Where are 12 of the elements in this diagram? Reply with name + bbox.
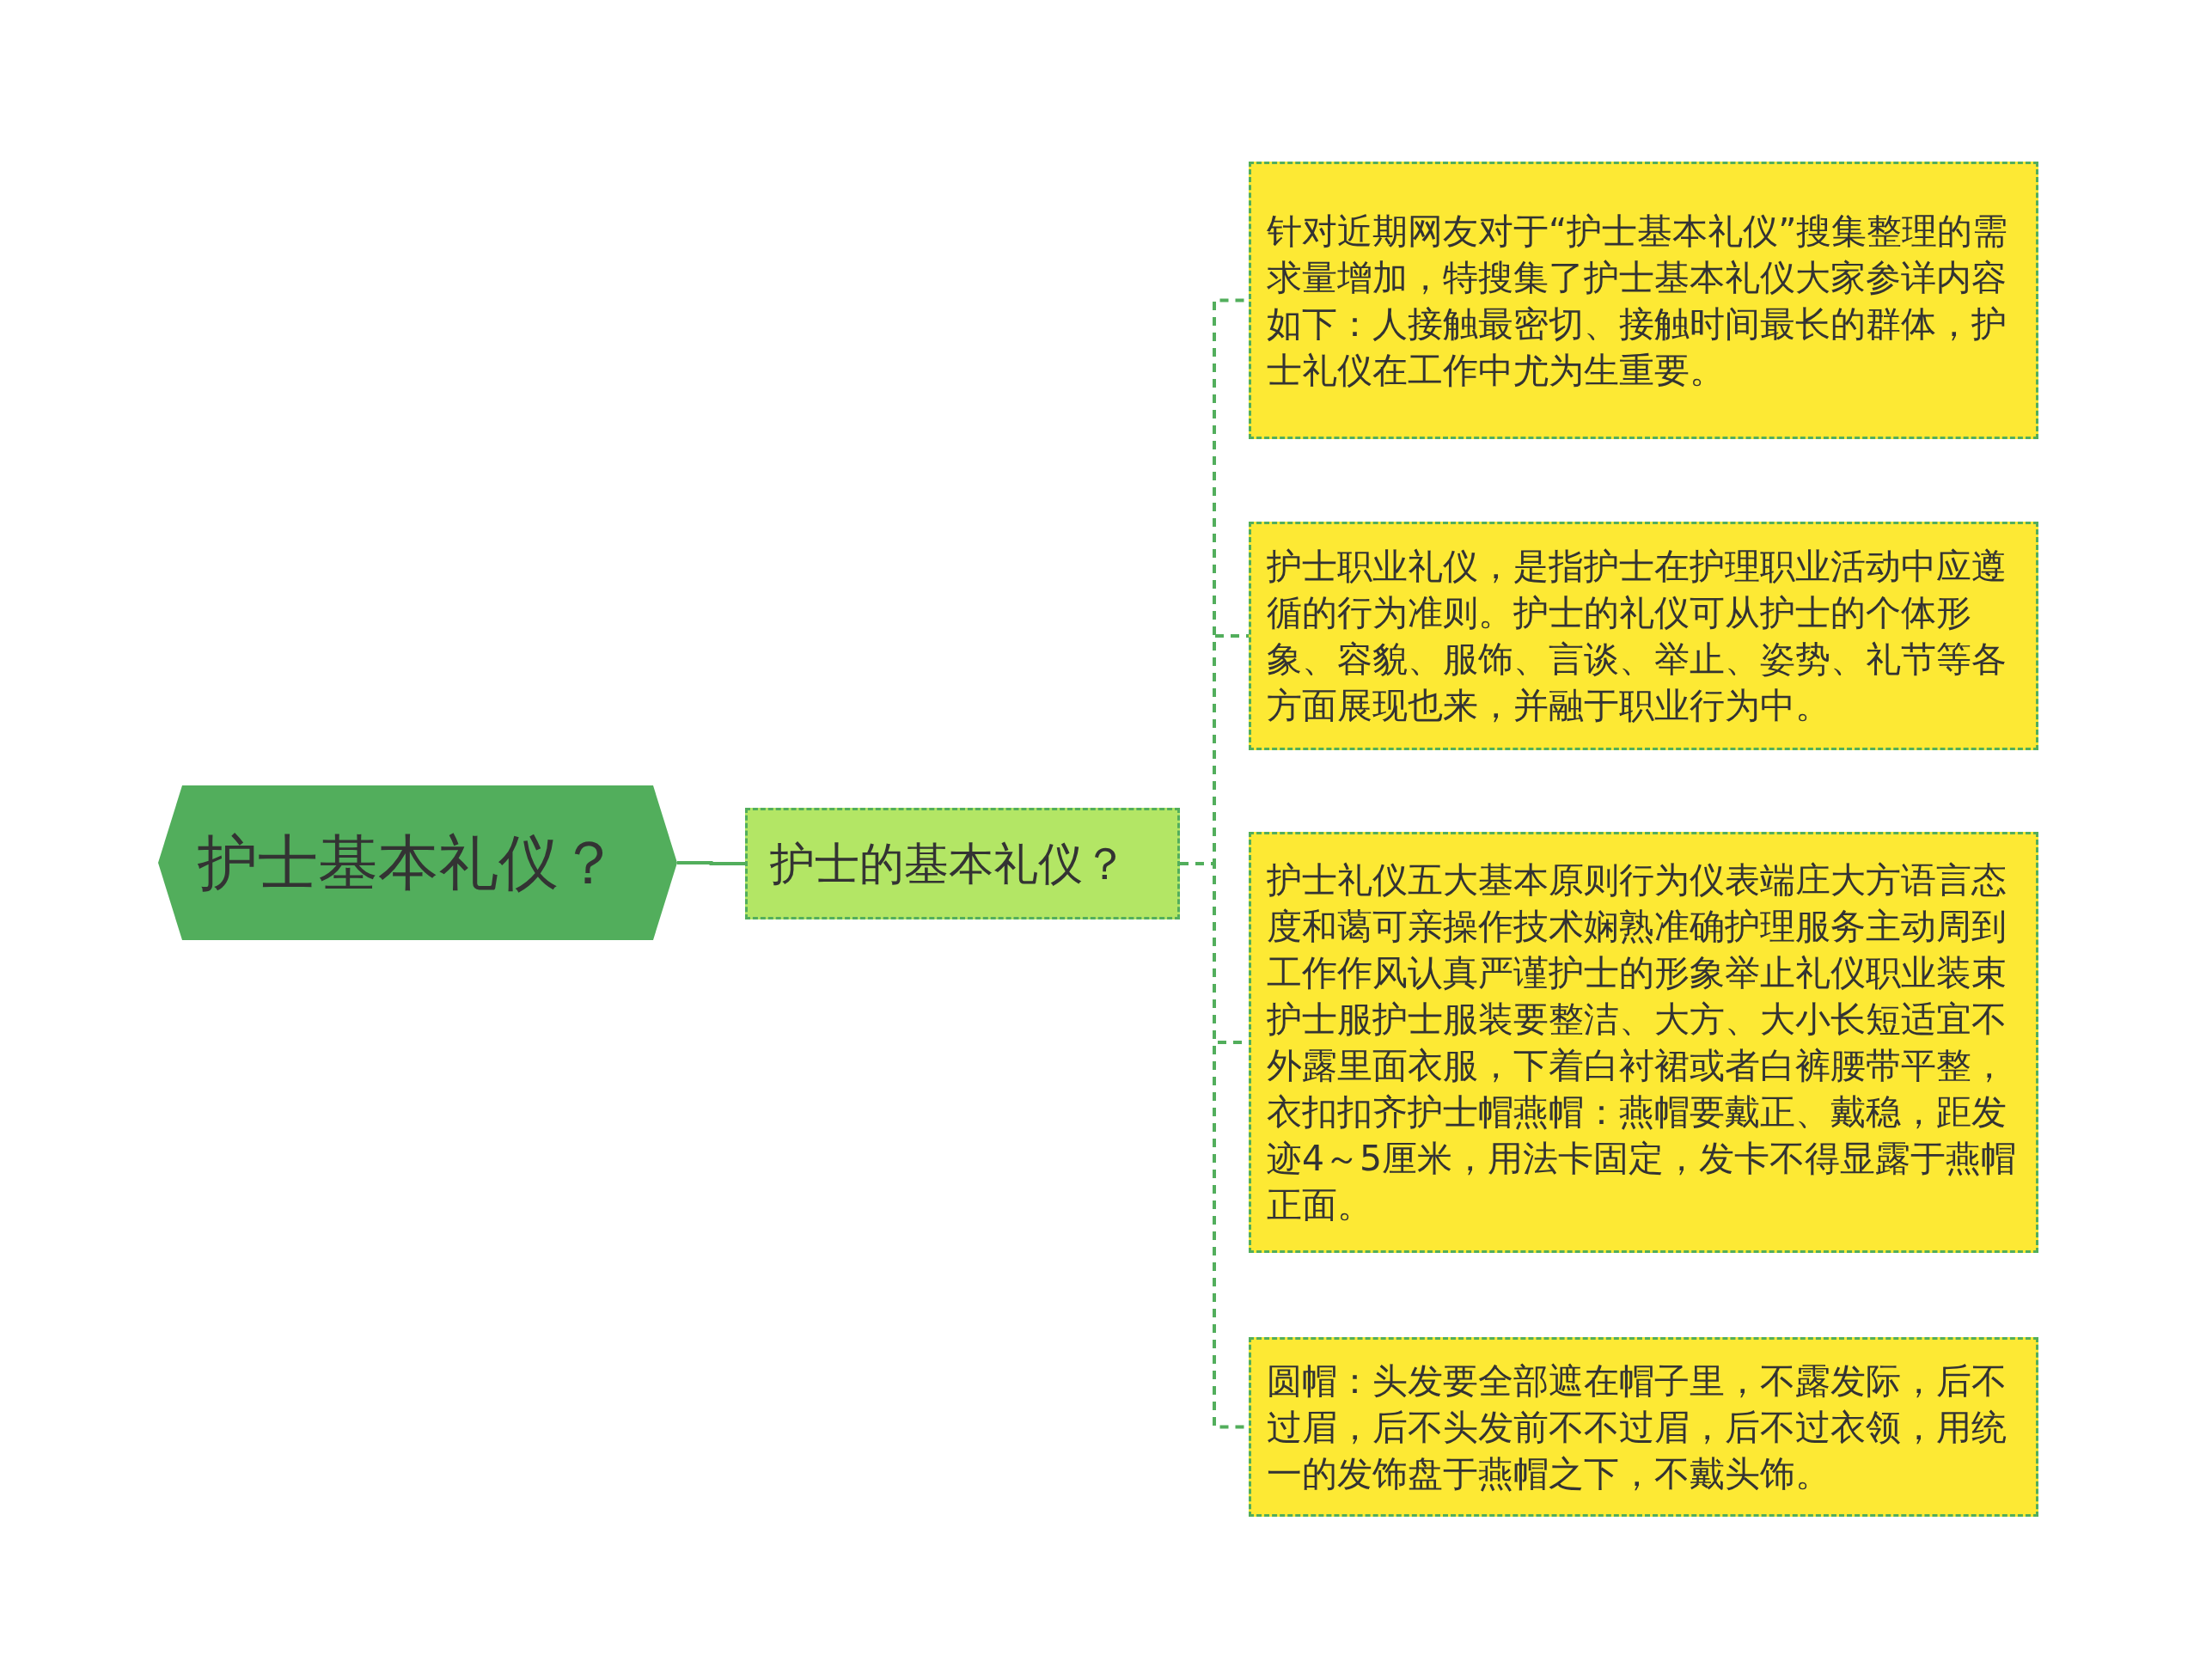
detail-box [1249,1337,2038,1517]
subtopic-text: 护士的基本礼仪？ [770,836,1128,891]
detail-box [1249,162,2038,439]
topic-text: 护士基本礼仪？ [198,827,619,899]
detail-text: 针对近期网友对于“护士基本礼仪”搜集整理的需求量增加，特搜集了护士基本礼仪大家参详内容如下：人接触最密切、接触时间最长的群体，护士礼仪在工作中尤为生重要。 [1267,209,2009,393]
subtopic-box [745,808,1180,919]
detail-text: 护士职业礼仪，是指护士在护理职业活动中应遵循的行为准则。护士的礼仪可从护士的个体形象、容貌、服饰、言谈、举止、姿势、礼节等各方面展现也来，并融于职业行为中。 [1267,545,2008,728]
detail-box [1249,522,2038,750]
detail-box [1249,832,2038,1253]
detail-text: 圆帽：头发要全部遮在帽子里，不露发际，后不过眉，后不头发前不不过眉，后不过衣领，用统一的发饰盘于燕帽之下，不戴头饰。 [1267,1359,2008,1496]
connector-line [677,861,745,865]
detail-text: 护士礼仪五大基本原则行为仪表端庄大方语言态度和蔼可亲操作技术娴熟准确护理服务主动周到工作作风认真严谨护士的形象举止礼仪职业装束护士服护士服装要整洁、大方、大小长短适宜不外露里面衣服，下着白衬裙或者白裤腰带平整，衣扣扣齐护士帽燕帽：燕帽要戴正、戴稳，距发迹4～5厘米，用法卡固定，发卡不得显露于燕帽正面。 [1267,858,2018,1227]
